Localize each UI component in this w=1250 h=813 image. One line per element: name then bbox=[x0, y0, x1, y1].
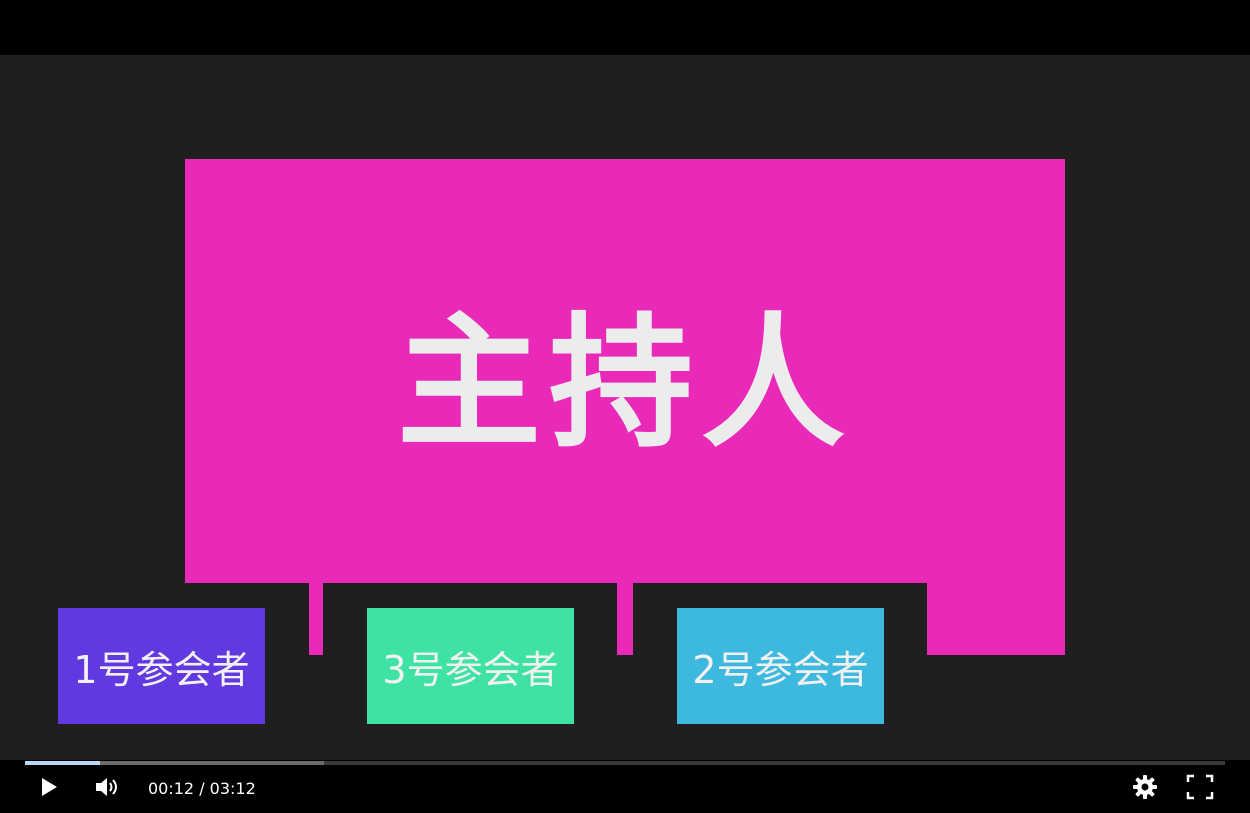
host-tile bbox=[185, 159, 1065, 655]
fullscreen-icon bbox=[1186, 774, 1214, 804]
progress-buffered bbox=[25, 761, 324, 765]
settings-button[interactable] bbox=[1130, 774, 1160, 804]
participant-1-tile: 1号参会者 bbox=[58, 608, 265, 724]
gear-icon bbox=[1132, 774, 1158, 804]
participant-3-tile: 3号参会者 bbox=[367, 608, 574, 724]
host-label: 主持人 bbox=[396, 299, 853, 467]
fullscreen-button[interactable] bbox=[1185, 774, 1215, 804]
time-display: 00:12 / 03:12 bbox=[148, 779, 256, 798]
participant-2-tile: 2号参会者 bbox=[677, 608, 884, 724]
volume-button[interactable] bbox=[92, 776, 124, 802]
current-time: 00:12 bbox=[148, 779, 195, 798]
top-letterbox bbox=[0, 0, 1250, 55]
video-frame[interactable]: 主持人 1号参会者 3号参会者 2号参会者 bbox=[0, 55, 1250, 760]
progress-played bbox=[25, 761, 100, 765]
time-separator: / bbox=[194, 779, 210, 798]
duration: 03:12 bbox=[209, 779, 256, 798]
play-button[interactable] bbox=[34, 776, 64, 802]
progress-bar[interactable] bbox=[25, 761, 1225, 765]
volume-icon bbox=[94, 775, 122, 803]
play-icon bbox=[39, 776, 59, 802]
player-controls: 00:12 / 03:12 bbox=[0, 760, 1250, 813]
